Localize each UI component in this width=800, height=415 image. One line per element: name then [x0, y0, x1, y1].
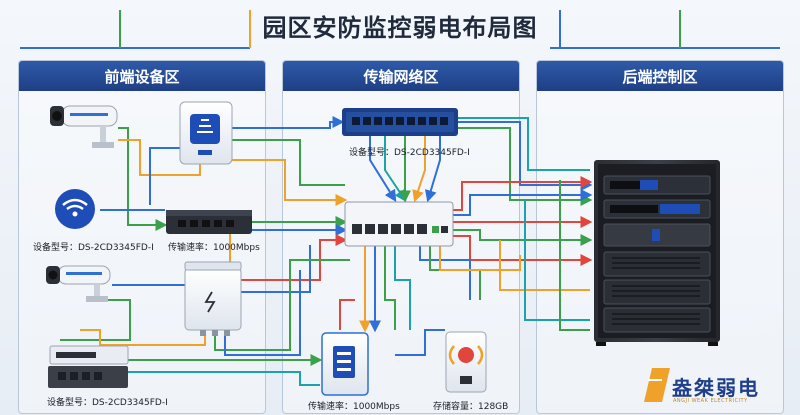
access-reader [179, 101, 233, 165]
zone-backend: 后端控制区 [536, 60, 784, 414]
nvr-stack [48, 345, 129, 388]
cable-reader-topswitch [230, 116, 345, 129]
cable-reader-core-green [230, 139, 345, 186]
storage-device [445, 331, 487, 393]
bullet-camera-1 [50, 105, 118, 148]
cable-junction-core-blue2 [224, 270, 301, 356]
cable-core-storage-2 [429, 245, 481, 300]
cable-top-core-4 [412, 135, 426, 203]
cable-cam2-nvr [60, 299, 131, 341]
label-small-switch-rate: 传输速率：1000Mbps [168, 243, 260, 253]
cable-ctrl-storage [395, 329, 445, 356]
cable-top-rack-green [458, 127, 593, 206]
cable-core-ctrl-4 [394, 245, 411, 330]
brand-logo-tagline: ANGJI WEAK ELECTRICITY [673, 398, 748, 404]
junction-box [184, 261, 242, 336]
diagram-title: 园区安防监控弱电布局图 [262, 14, 538, 42]
core-switch [344, 201, 454, 247]
cable-core-rack-3 [452, 229, 593, 246]
cable-core-rack-5 [452, 176, 593, 211]
cable-top-core-5 [425, 135, 441, 203]
cable-reader-left [149, 147, 180, 205]
cable-top-rack-teal [458, 117, 590, 171]
cable-reader-core-orange [232, 159, 348, 206]
cable-core-rack-8 [559, 180, 590, 331]
label-bottom-left-model: 设备型号：DS-2CD3345FD-I [47, 398, 168, 408]
cable-top-core-2 [384, 135, 407, 202]
label-storage-capacity: 存储容量：128GB [433, 402, 509, 412]
label-top-switch-model: 设备型号：DS-2CD3345FD-I [349, 148, 470, 158]
zone-network-header: 传输网络区 [283, 61, 519, 91]
cable-cam1-switch [118, 127, 168, 231]
bottom-controller [321, 332, 369, 396]
cable-core-storage-1 [419, 245, 471, 300]
cable-top-rack-blue [458, 121, 593, 191]
bullet-camera-2 [46, 265, 111, 302]
server-rack [594, 160, 720, 346]
cable-core-ctrl-3 [384, 245, 396, 330]
top-switch [342, 108, 458, 136]
cable-core-rack-1 [452, 189, 593, 216]
cable-core-rack-7 [524, 200, 590, 321]
cable-top-core-1 [369, 135, 397, 203]
cable-core-rack-6 [499, 240, 590, 291]
zone-front-header: 前端设备区 [19, 61, 265, 91]
brand-logo-icon [644, 368, 670, 402]
cable-cam1-reader [118, 139, 201, 176]
cable-core-storage-3 [439, 245, 521, 271]
cable-junction-nvr-orange [80, 329, 206, 346]
brand-logo-name: 盎桀弱电 [672, 376, 760, 400]
small-switch [166, 210, 252, 234]
wifi-icon [55, 189, 95, 229]
cable-core-ctrl-5 [339, 299, 355, 330]
cable-junction-core-green [214, 259, 350, 351]
label-wifi-model: 设备型号：DS-2CD3345FD-I [33, 243, 154, 253]
cable-core-rack-4 [452, 235, 593, 266]
zone-backend-header: 后端控制区 [537, 61, 783, 91]
cable-nvr-controller-teal [125, 371, 320, 386]
label-bottom-rate: 传输速率：1000Mbps [308, 402, 400, 412]
